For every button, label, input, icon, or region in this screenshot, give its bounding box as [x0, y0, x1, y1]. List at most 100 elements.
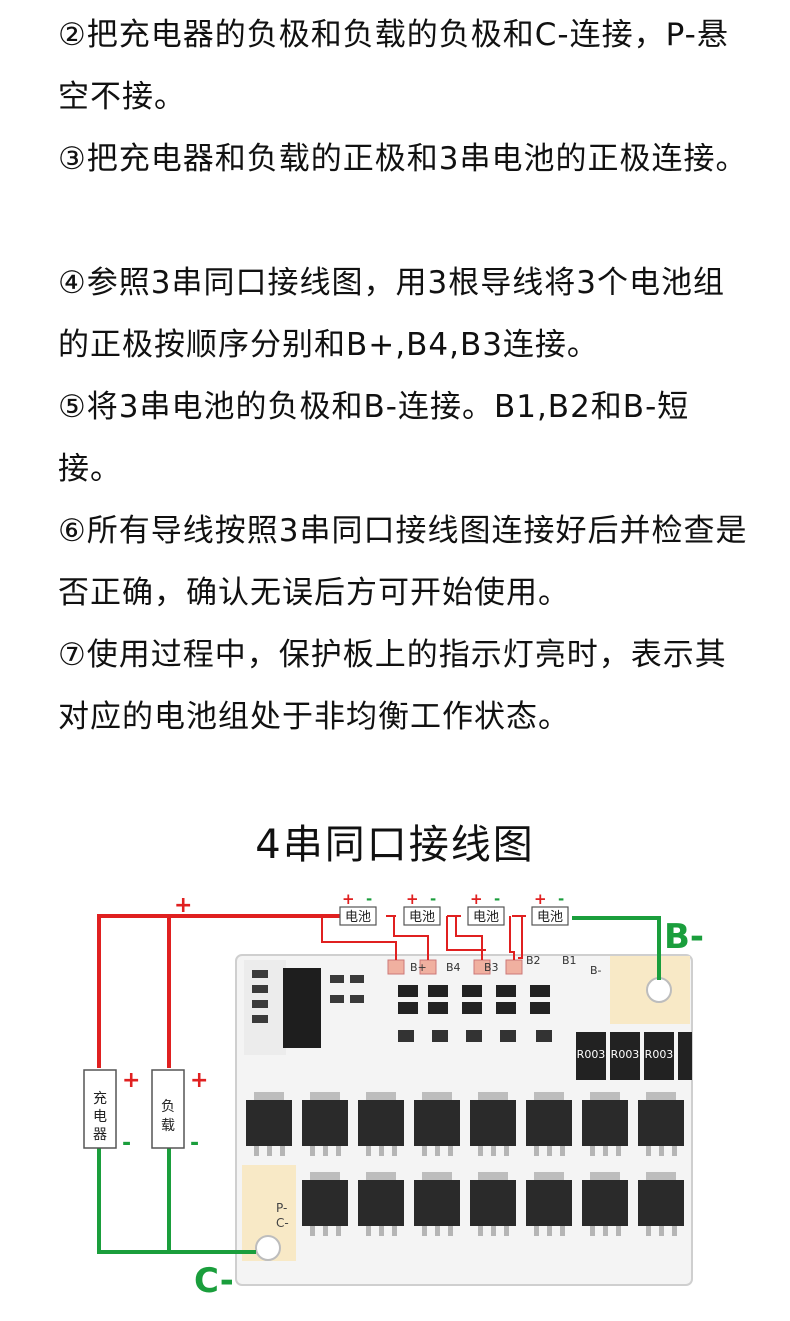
charger-label-3: 器: [93, 1127, 107, 1143]
pad-label-b3: B3: [484, 961, 499, 974]
mosfet-leg: [504, 1226, 509, 1236]
load-plus-sign: +: [190, 1068, 208, 1093]
mosfet-leg: [478, 1146, 483, 1156]
mosfet: [358, 1180, 404, 1226]
mosfet-leg: [280, 1146, 285, 1156]
mosfet-leg: [254, 1146, 259, 1156]
mosfet: [638, 1180, 684, 1226]
mosfet-leg: [435, 1146, 440, 1156]
mosfet-leg: [646, 1226, 651, 1236]
battery-plus-sign: +: [534, 890, 547, 908]
load-label-1: 负: [161, 1099, 175, 1115]
battery-label: 电池: [345, 910, 371, 925]
mosfet-leg: [323, 1226, 328, 1236]
mosfet: [302, 1100, 348, 1146]
negative-wiring: [97, 916, 661, 1254]
diagram-title: 4串同口接线图: [255, 822, 535, 868]
mosfet: [302, 1180, 348, 1226]
mosfet-leg: [448, 1226, 453, 1236]
mosfet-leg: [267, 1146, 272, 1156]
instruction-step-6: ⑥所有导线按照3串同口接线图连接好后并检查是否正确，确认无误后方可开始使用。: [58, 513, 748, 611]
mosfet: [638, 1100, 684, 1146]
charger-plus-sign: +: [122, 1068, 140, 1093]
mosfet-leg: [379, 1226, 384, 1236]
battery-cell-2: [403, 906, 441, 926]
mosfet-leg: [560, 1226, 565, 1236]
battery-label: 电池: [537, 910, 563, 925]
mosfet: [358, 1100, 404, 1146]
resistor-label: R003: [577, 1048, 606, 1061]
mosfet-leg: [646, 1146, 651, 1156]
battery-minus-sign: -: [430, 890, 436, 908]
battery-label: 电池: [409, 910, 435, 925]
mosfet-leg: [560, 1146, 565, 1156]
mosfet-leg: [590, 1146, 595, 1156]
battery-cells: 电池+-电池+-电池+-电池+-: [339, 890, 569, 926]
mosfet: [470, 1180, 516, 1226]
balance-pads: [387, 959, 523, 975]
mosfet-leg: [672, 1146, 677, 1156]
battery-cell-4: [531, 906, 569, 926]
mosfet-leg: [616, 1226, 621, 1236]
mosfet: [582, 1100, 628, 1146]
mosfet: [414, 1180, 460, 1226]
c-minus-label: C-: [194, 1261, 234, 1301]
pad-label-b2: B2: [526, 954, 541, 967]
mosfet-leg: [448, 1146, 453, 1156]
pad-label-b-plus: B+: [410, 961, 427, 974]
mosfet-leg: [547, 1146, 552, 1156]
mosfet-leg: [590, 1226, 595, 1236]
charger-label-1: 充: [93, 1091, 107, 1107]
mosfet-array: [246, 1092, 684, 1236]
battery-minus-sign: -: [494, 890, 500, 908]
battery-cell-3: [467, 906, 505, 926]
load-label-2: 载: [161, 1118, 175, 1134]
mosfet-leg: [659, 1226, 664, 1236]
b-minus-hole: [646, 977, 672, 1003]
mosfet-leg: [366, 1146, 371, 1156]
main-plus-sign: +: [174, 893, 192, 918]
wiring-diagram: R003 R003 R003 B+ B4 B3 B2 B1 B- P- C-: [83, 890, 704, 1301]
pad-label-b-minus: B-: [590, 964, 602, 977]
mosfet-leg: [534, 1146, 539, 1156]
mosfet-leg: [504, 1146, 509, 1156]
instruction-step-2: ②把充电器的负极和负载的负极和C-连接，P-悬空不接。: [58, 17, 729, 115]
mosfet-leg: [310, 1226, 315, 1236]
sense-resistors: R003 R003 R003: [576, 1032, 692, 1080]
mosfet: [526, 1180, 572, 1226]
charger-label-2: 电: [93, 1109, 107, 1125]
mosfet: [526, 1100, 572, 1146]
mosfet-leg: [478, 1226, 483, 1236]
load-box: [151, 1069, 185, 1149]
positive-wiring: [97, 914, 340, 1068]
control-ic: [283, 968, 321, 1048]
side-label-c-minus: C-: [276, 1216, 289, 1230]
mosfet-leg: [491, 1146, 496, 1156]
mosfet-leg: [379, 1146, 384, 1156]
battery-minus-sign: -: [558, 890, 564, 908]
smd-components: [252, 970, 364, 1023]
mosfet: [470, 1100, 516, 1146]
pad-label-b1: B1: [562, 954, 577, 967]
balance-wiring: [321, 915, 526, 960]
mosfet-leg: [323, 1146, 328, 1156]
resistor-label: R003: [611, 1048, 640, 1061]
mosfet-leg: [310, 1146, 315, 1156]
instruction-step-4: ④参照3串同口接线图，用3根导线将3个电池组的正极按顺序分别和B+,B4,B3连…: [58, 265, 725, 363]
mosfet-leg: [422, 1226, 427, 1236]
mosfet-leg: [392, 1226, 397, 1236]
charger-box: [83, 1069, 117, 1149]
mosfet-leg: [616, 1146, 621, 1156]
c-minus-hole: [255, 1235, 281, 1261]
mosfet: [582, 1180, 628, 1226]
mosfet-leg: [336, 1226, 341, 1236]
battery-label: 电池: [473, 910, 499, 925]
mosfet-leg: [491, 1226, 496, 1236]
mosfet-leg: [336, 1146, 341, 1156]
mosfet-leg: [392, 1146, 397, 1156]
mosfet-leg: [603, 1146, 608, 1156]
mosfet: [414, 1100, 460, 1146]
b-minus-label: B-: [664, 917, 704, 957]
mosfet-leg: [672, 1226, 677, 1236]
charger-minus-sign: -: [122, 1131, 131, 1156]
